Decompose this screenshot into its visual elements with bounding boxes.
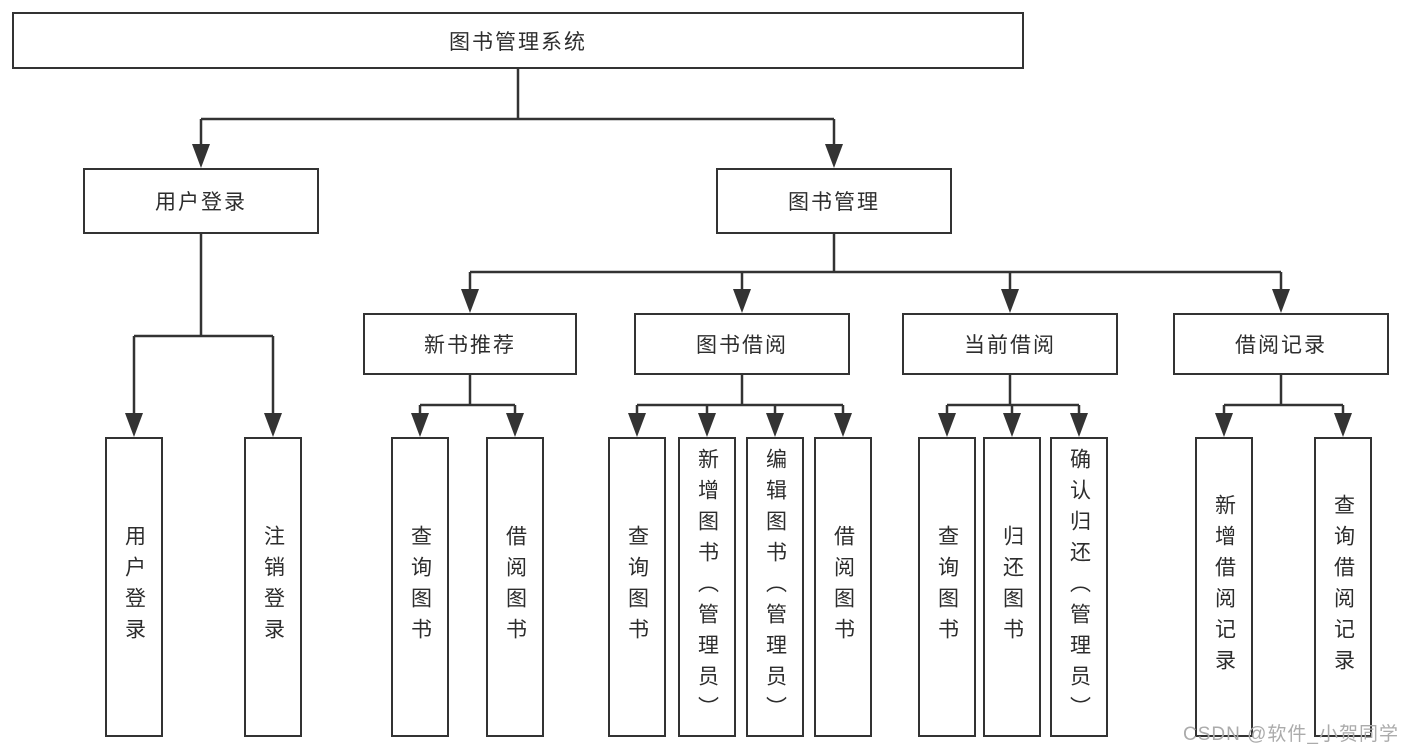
arrow-down-icon: [1001, 289, 1019, 313]
arrow-down-icon: [1070, 413, 1088, 437]
leaf-query-books-current: 查询图书: [918, 437, 976, 737]
arrow-down-icon: [1003, 413, 1021, 437]
node-book-borrowing: 图书借阅: [634, 313, 850, 375]
arrow-down-icon: [825, 144, 843, 168]
arrow-down-icon: [1272, 289, 1290, 313]
leaf-query-books-recommend: 查询图书: [391, 437, 449, 737]
arrow-down-icon: [733, 289, 751, 313]
leaf-edit-book-admin: 编辑图书（管理员）: [746, 437, 804, 737]
arrow-down-icon: [766, 413, 784, 437]
arrow-down-icon: [125, 413, 143, 437]
leaf-borrow-books-recommend: 借阅图书: [486, 437, 544, 737]
node-root-system: 图书管理系统: [12, 12, 1024, 69]
leaf-borrow-books-borrowing: 借阅图书: [814, 437, 872, 737]
node-borrowing-records: 借阅记录: [1173, 313, 1389, 375]
leaf-query-borrow-record: 查询借阅记录: [1314, 437, 1372, 737]
arrow-down-icon: [461, 289, 479, 313]
leaf-add-borrow-record: 新增借阅记录: [1195, 437, 1253, 737]
node-current-borrowing: 当前借阅: [902, 313, 1118, 375]
node-new-book-recommendation: 新书推荐: [363, 313, 577, 375]
leaf-return-books: 归还图书: [983, 437, 1041, 737]
arrow-down-icon: [411, 413, 429, 437]
arrow-down-icon: [628, 413, 646, 437]
leaf-user-login: 用户登录: [105, 437, 163, 737]
leaf-logout: 注销登录: [244, 437, 302, 737]
node-user-login: 用户登录: [83, 168, 319, 234]
arrow-down-icon: [192, 144, 210, 168]
leaf-query-books-borrowing: 查询图书: [608, 437, 666, 737]
watermark-csdn: CSDN @软件_小贺同学: [1183, 724, 1399, 745]
arrow-down-icon: [938, 413, 956, 437]
leaf-add-book-admin: 新增图书（管理员）: [678, 437, 736, 737]
leaf-confirm-return-admin: 确认归还（管理员）: [1050, 437, 1108, 737]
arrow-down-icon: [264, 413, 282, 437]
arrow-down-icon: [506, 413, 524, 437]
node-book-management: 图书管理: [716, 168, 952, 234]
arrow-down-icon: [834, 413, 852, 437]
arrow-down-icon: [1334, 413, 1352, 437]
arrow-down-icon: [698, 413, 716, 437]
arrow-down-icon: [1215, 413, 1233, 437]
